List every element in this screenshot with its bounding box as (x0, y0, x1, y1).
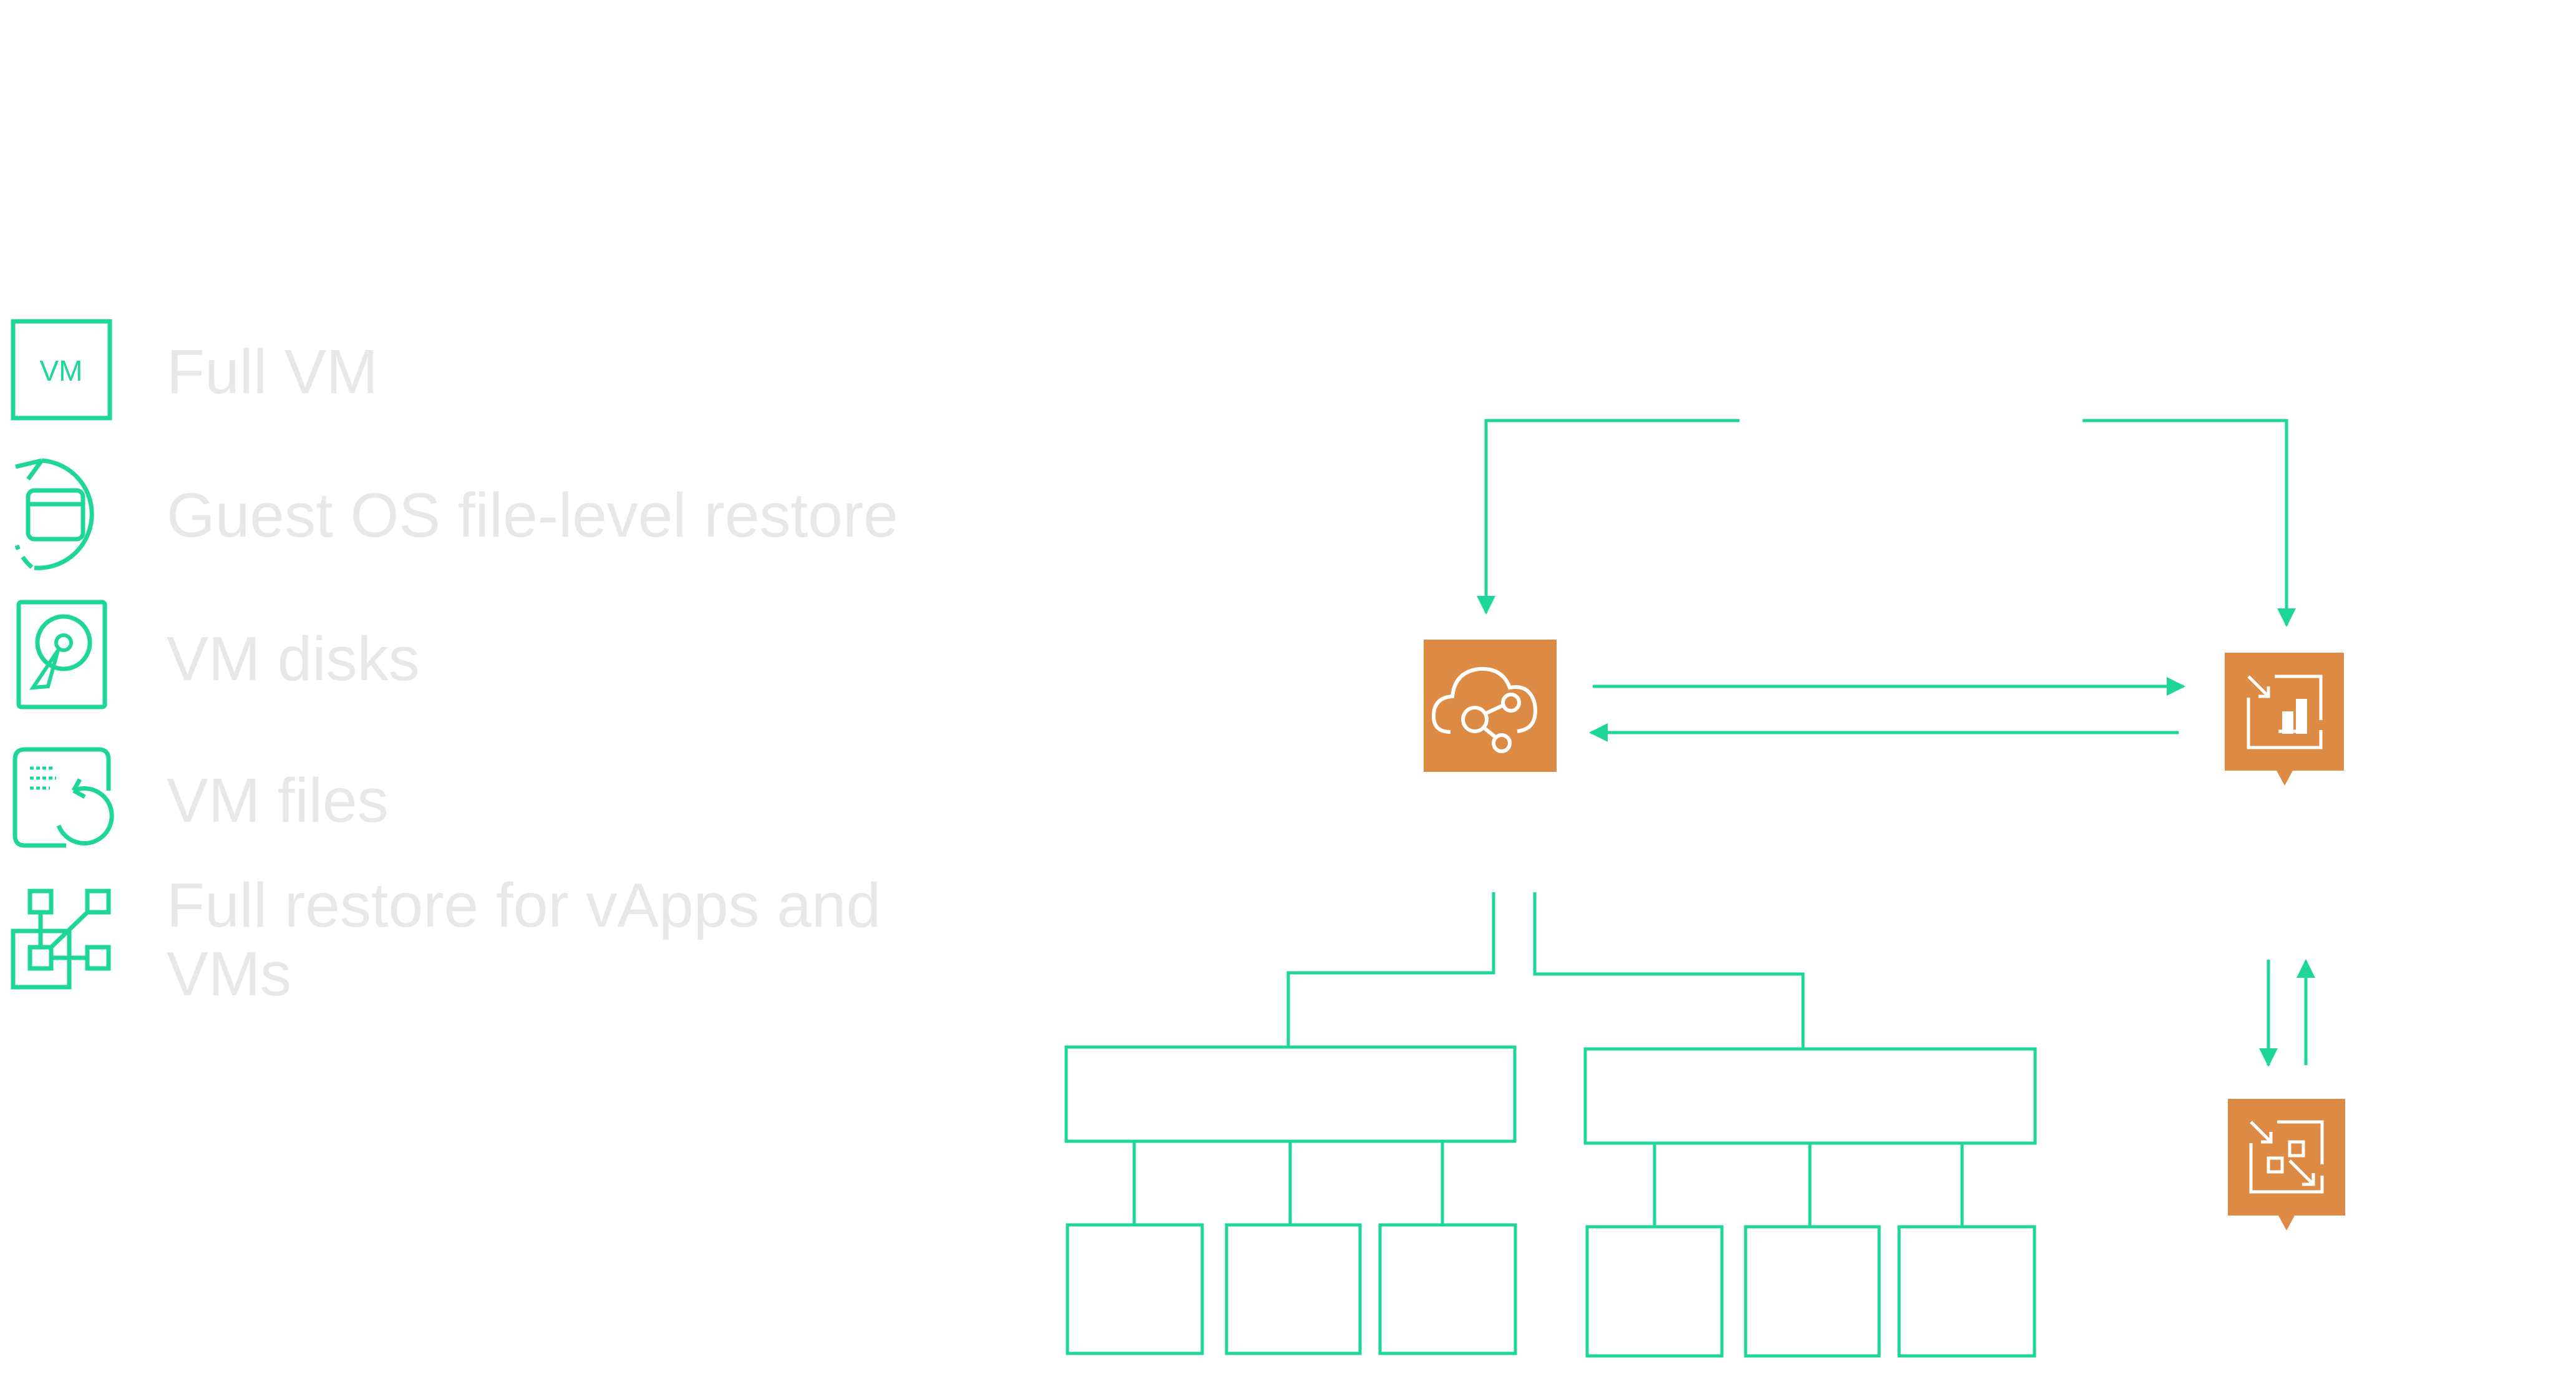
tree-left-child-1 (1066, 1223, 1204, 1355)
tree-right-child-1 (1585, 1225, 1724, 1358)
connectors (1286, 419, 2315, 1067)
vm-icon-text: VM (40, 354, 83, 387)
legend-item-vm-files: VM files (12, 747, 389, 848)
repository-icon (2249, 1120, 2324, 1194)
cloud-director-node (1424, 640, 1557, 772)
legend-item-vm-disks: VM disks (16, 600, 420, 709)
tree-left-child-3 (1378, 1223, 1517, 1355)
repository-icon (2247, 675, 2323, 749)
cloud-share-icon (1431, 666, 1537, 753)
vm-icon: VM (11, 319, 112, 421)
connector-director-left-tree (1286, 892, 1495, 1047)
vm-disk-icon (16, 600, 107, 709)
legend: VM Full VM Guest OS file-level restore (11, 319, 898, 1009)
tree-left-parent (1064, 1045, 1517, 1143)
connector-director-right-tree (1533, 892, 1805, 1049)
legend-label-vm-files: VM files (167, 766, 389, 836)
guest-file-restore-icon (14, 458, 94, 570)
tree-right-child-3 (1897, 1225, 2036, 1358)
legend-label-vapp-restore-line-2: VMs (167, 939, 291, 1009)
vapp-hierarchy-icon (11, 889, 111, 990)
legend-item-vapp-restore: Full restore for vApps and VMs (11, 870, 881, 1009)
tree-left-child-2 (1225, 1223, 1362, 1355)
legend-label-vapp-restore-line-1: Full restore for vApps and (167, 870, 881, 940)
legend-label-vm-disks: VM disks (167, 624, 420, 694)
backup-repository-node (2225, 653, 2344, 786)
legend-label-guest-file-restore: Guest OS file-level restore (167, 480, 898, 550)
secondary-repository-node (2228, 1099, 2345, 1230)
legend-item-full-vm: VM Full VM (11, 319, 378, 421)
tree-right-child-2 (1744, 1225, 1881, 1358)
connector-top-left (1477, 419, 1739, 615)
tree-right (1583, 1047, 2037, 1358)
tree-right-parent (1583, 1047, 2037, 1145)
tree-left (1064, 1045, 1517, 1355)
vm-files-icon (12, 747, 114, 848)
connector-top-right (2083, 419, 2296, 627)
legend-label-full-vm: Full VM (167, 337, 378, 407)
legend-item-guest-file-restore: Guest OS file-level restore (14, 458, 898, 570)
